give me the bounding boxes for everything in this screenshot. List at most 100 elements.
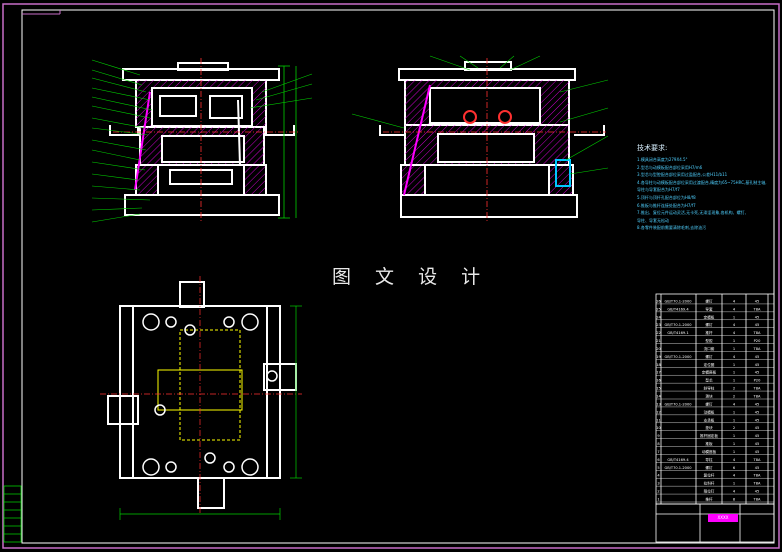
bom-cell: 4	[657, 474, 660, 478]
bom-cell: 滑块	[705, 394, 713, 399]
bom-cell: 45	[755, 442, 760, 446]
bom-cell: 12	[656, 410, 661, 414]
bom-cell: GB/T70.1-2000	[664, 299, 692, 303]
bom-cell: 8	[733, 498, 736, 502]
revision-block	[3, 485, 22, 543]
front-view-leaders	[91, 59, 313, 223]
bom-cell: GB/T4169.4	[667, 458, 689, 462]
bom-cell: 导柱	[705, 457, 713, 462]
bom-cell: 推板	[705, 441, 713, 446]
tech-req-line: 1.模具闭合高度为279X4.5°	[637, 157, 688, 162]
bom-cell: 4	[733, 323, 736, 327]
bom-cell: 45	[755, 299, 760, 303]
bom-cell: 支承板	[704, 417, 715, 422]
bom-cell: 6	[657, 458, 660, 462]
front-view-dimensions	[278, 65, 297, 219]
bom-cell: 45	[755, 371, 760, 375]
bom-cell: 1	[733, 434, 735, 438]
bom-cell: 8	[657, 442, 660, 446]
bom-cell: 4	[733, 299, 736, 303]
bom-cell: 9	[657, 434, 660, 438]
bom-cell: 45	[755, 434, 760, 438]
bom-cell: 1	[733, 339, 735, 343]
bom-cell: 20	[656, 347, 661, 351]
bom-cell: 21	[656, 339, 661, 343]
bom-cell: 1	[733, 418, 735, 422]
bom-cell: 4	[733, 458, 736, 462]
tech-req-line: 3.型芯与型腔配合部位采用过盈配合,公差H11/b11	[637, 172, 728, 178]
bom-cell: 18	[656, 363, 661, 367]
bom-cell: 推杆	[705, 330, 713, 335]
front-section-view	[109, 62, 295, 216]
bom-cell: 24	[656, 315, 661, 319]
bom-cell: 导套	[705, 306, 713, 311]
bom-cell: 11	[656, 418, 661, 422]
bom-cell: 6	[733, 466, 736, 470]
bom-cell: 斜导柱	[704, 386, 715, 391]
bom-cell: 2	[733, 395, 735, 399]
tech-req-line: 2.型芯与动模板配合部位采用H7/m6	[637, 164, 703, 170]
bom-cell: 1	[733, 442, 735, 446]
bom-cell: GB/T4169.1	[667, 331, 688, 335]
bom-cell: 4	[733, 355, 736, 359]
bom-cell: 45	[755, 466, 760, 470]
plan-view	[107, 281, 297, 509]
bom-cell: GB/T70.1-2000	[664, 355, 692, 359]
tech-req-line: 导柱、导套无松动	[637, 217, 669, 223]
bom-cell: P20	[754, 379, 761, 383]
bom-cell: 1	[657, 498, 659, 502]
tech-req-line: 5.顶杆与顶杆孔配合部位为H8/f8	[637, 194, 696, 200]
bom-cell: 2	[657, 490, 659, 494]
bom-cell: 4	[733, 331, 736, 335]
drawing-frame	[2, 3, 780, 549]
bom-cell: 动模座板	[702, 449, 717, 454]
bom-cell: 45	[755, 410, 760, 414]
bom-cell: T8A	[753, 482, 761, 486]
bom-cell: 1	[733, 379, 735, 383]
bom-cell: 螺钉	[705, 465, 713, 470]
bom-cell: 4	[733, 490, 736, 494]
bom-cell: 2	[733, 387, 735, 391]
bom-cell: 推杆固定板	[700, 433, 718, 438]
technical-requirements-title: 技术要求:	[637, 144, 668, 152]
bom-cell: 45	[755, 363, 760, 367]
bom-cell: 4	[733, 402, 736, 406]
bom-cell: 45	[755, 418, 760, 422]
bom-cell: 1	[733, 410, 735, 414]
bom-cell: 17	[656, 371, 661, 375]
bom-cell: 4	[733, 307, 736, 311]
bom-cell: 3	[657, 482, 659, 486]
bom-cell: 45	[755, 450, 760, 454]
bom-cell: 26	[656, 299, 661, 303]
bom-cell: 22	[656, 331, 661, 335]
bom-cell: 定模板	[704, 314, 715, 319]
bom-cell: GB/T70.1-2000	[664, 466, 692, 470]
side-section-view	[379, 61, 605, 218]
bom-cell: 10	[656, 426, 661, 430]
bom-cell: 型芯	[705, 378, 713, 383]
tech-req-line: 4.各导柱与动模板配合部位采用过渡配合,精度为65~75HRC,基孔制主轴,	[637, 179, 767, 185]
front-view-centerlines	[113, 58, 298, 222]
bom-cell: 1	[733, 482, 735, 486]
tech-req-line: 导柱与导套配合为H7/f7	[637, 187, 680, 193]
bom-cell: 45	[755, 355, 760, 359]
bom-cell: 定模座板	[702, 370, 717, 375]
bom-cell: 23	[656, 323, 661, 327]
bom-cell: GB/T4169.4	[667, 307, 689, 311]
bom-cell: 1	[733, 347, 735, 351]
bom-cell: 螺钉	[705, 401, 713, 406]
bom-cell: 45	[755, 323, 760, 327]
bom-cell: T8A	[753, 474, 761, 478]
bom-cell: T8A	[753, 307, 761, 311]
bom-cell: T8A	[753, 387, 761, 391]
plan-view-centerlines	[100, 276, 302, 514]
side-view-centerlines	[383, 58, 606, 222]
bom-cell: T8A	[753, 331, 761, 335]
bom-cell: 型腔	[705, 338, 713, 343]
bom-cell: 14	[656, 395, 661, 399]
bom-cell: 1	[733, 363, 735, 367]
side-view-leaders	[351, 55, 609, 175]
bom-cell: T8A	[753, 498, 761, 502]
